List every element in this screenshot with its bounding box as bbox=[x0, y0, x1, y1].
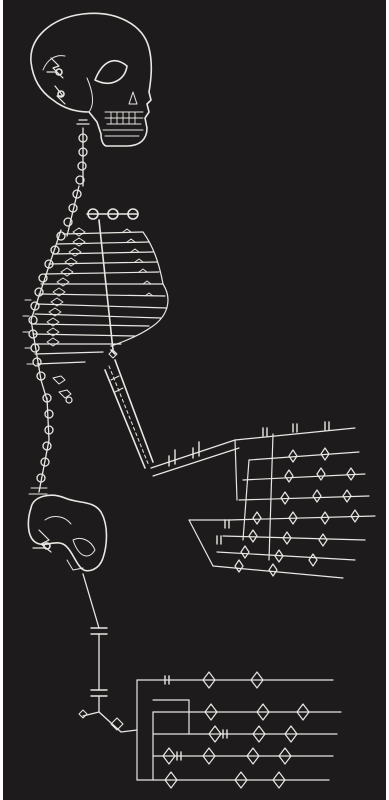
skull bbox=[31, 13, 151, 146]
skeleton-circuit-drawing bbox=[3, 0, 386, 800]
leg-circuit bbox=[79, 574, 137, 732]
skeleton-circuit-artwork bbox=[3, 0, 386, 800]
spine bbox=[29, 120, 89, 494]
pelvis bbox=[28, 495, 106, 571]
foot-circuit bbox=[137, 672, 341, 788]
arm-circuit bbox=[151, 422, 375, 578]
clavicle bbox=[87, 209, 138, 219]
